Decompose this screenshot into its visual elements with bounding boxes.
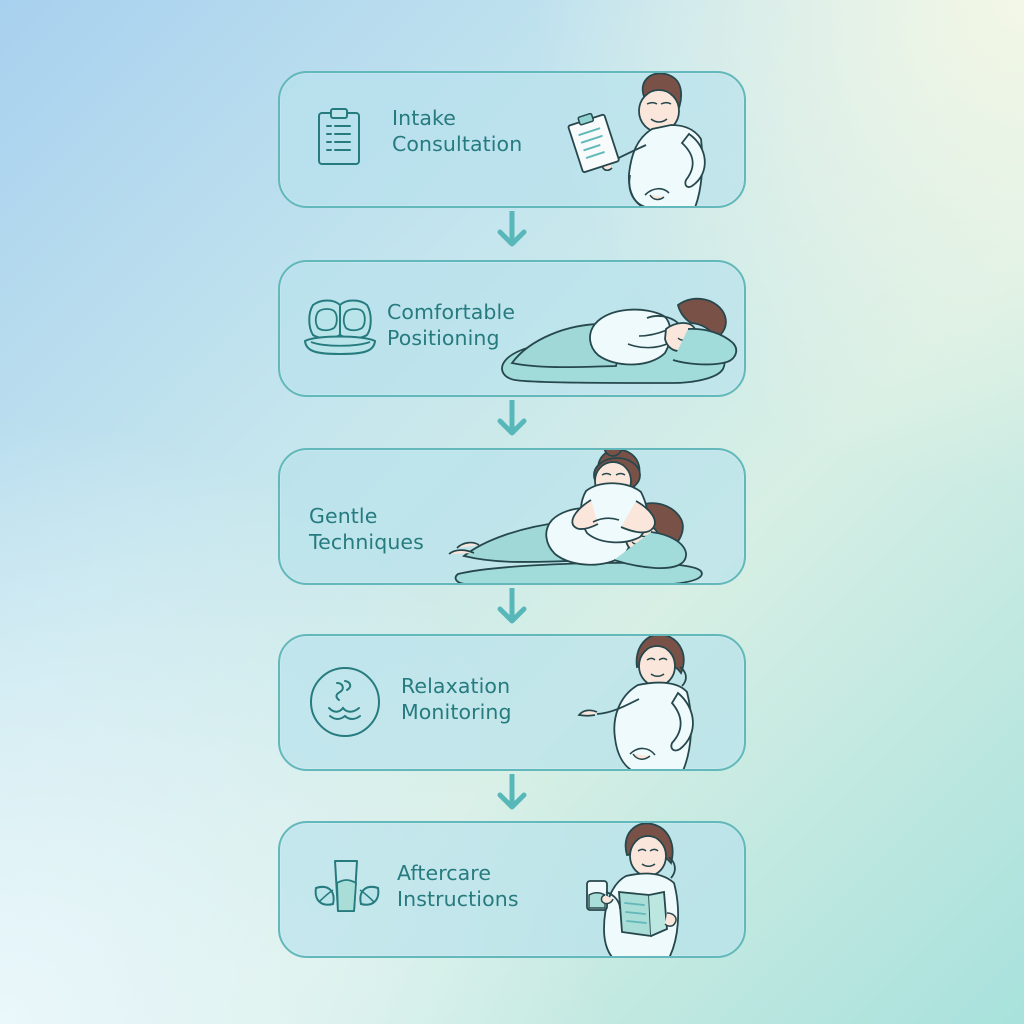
arrow-down-icon — [495, 211, 529, 251]
woman-with-water-and-instructions-illustration — [580, 823, 740, 956]
pregnant-woman-lying-on-side-illustration — [497, 262, 746, 397]
therapist-monitoring-illustration — [567, 636, 737, 769]
arrow-down-icon — [495, 400, 529, 440]
step-title-line-2: Instructions — [397, 887, 519, 911]
step-title-line-2: Consultation — [392, 132, 523, 156]
step-title: Relaxation Monitoring — [401, 673, 512, 725]
step-title: Comfortable Positioning — [387, 299, 515, 351]
arrow-down-icon — [495, 588, 529, 628]
massage-therapist-illustration — [446, 450, 746, 583]
step-title-line-1: Gentle — [309, 504, 378, 528]
step-aftercare-instructions: Aftercare Instructions — [278, 821, 746, 958]
step-title-line-2: Positioning — [387, 326, 500, 350]
step-title: Aftercare Instructions — [397, 860, 519, 912]
step-title: Intake Consultation — [392, 105, 522, 157]
water-leaves-icon — [309, 857, 383, 915]
step-title-line-1: Intake — [392, 106, 456, 130]
arrow-down-icon — [495, 774, 529, 814]
relaxation-icon — [307, 664, 383, 740]
step-title: Gentle Techniques — [309, 503, 424, 555]
step-intake-consultation: Intake Consultation — [278, 71, 746, 208]
step-title-line-1: Relaxation — [401, 674, 511, 698]
clipboard-icon — [316, 108, 362, 166]
step-title-line-1: Aftercare — [397, 861, 492, 885]
step-title-line-2: Techniques — [309, 530, 424, 554]
step-comfortable-positioning: Comfortable Positioning — [278, 260, 746, 397]
step-gentle-techniques: Gentle Techniques — [278, 448, 746, 585]
step-relaxation-monitoring: Relaxation Monitoring — [278, 634, 746, 771]
step-title-line-2: Monitoring — [401, 700, 512, 724]
pregnant-woman-with-clipboard-illustration — [538, 73, 746, 206]
pillows-icon — [304, 297, 376, 355]
step-title-line-1: Comfortable — [387, 300, 516, 324]
